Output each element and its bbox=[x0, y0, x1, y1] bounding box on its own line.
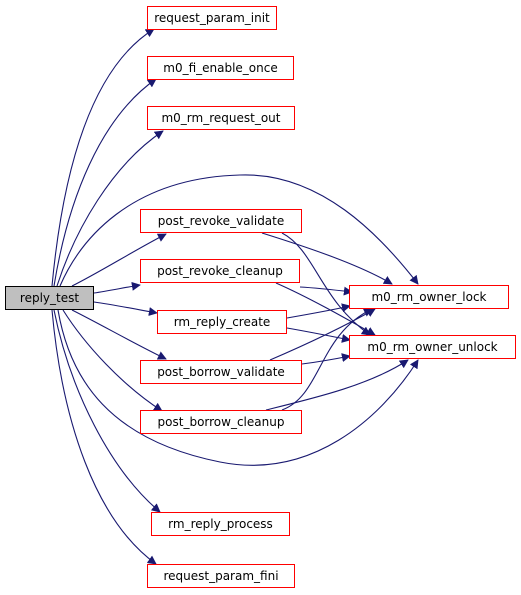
edge-reply-test-to-rm-reply-process bbox=[53, 309, 161, 513]
node-rm-reply-create[interactable]: rm_reply_create bbox=[157, 310, 287, 334]
edge-reply-test-to-request-param-init bbox=[51, 28, 155, 287]
node-request-param-init[interactable]: request_param_init bbox=[147, 6, 277, 30]
edge-reply-test-to-m0-rm-owner-lock bbox=[59, 174, 419, 287]
node-request-param-fini[interactable]: request_param_fini bbox=[147, 564, 295, 588]
edge-post-borrow-validate-to-m0-rm-owner-unlock bbox=[301, 353, 351, 365]
edge-reply-test-to-post-revoke-validate bbox=[71, 233, 167, 287]
edge-reply-test-to-m0-rm-request-out bbox=[56, 130, 164, 287]
node-rm-reply-process[interactable]: rm_reply_process bbox=[151, 512, 290, 536]
node-reply-test: reply_test bbox=[5, 286, 94, 310]
edge-rm-reply-create-to-m0-rm-owner-lock bbox=[286, 303, 351, 319]
node-m0-rm-owner-unlock[interactable]: m0_rm_owner_unlock bbox=[349, 335, 516, 359]
node-post-borrow-cleanup[interactable]: post_borrow_cleanup bbox=[140, 410, 302, 434]
node-post-revoke-cleanup[interactable]: post_revoke_cleanup bbox=[140, 259, 300, 283]
edge-rm-reply-create-to-m0-rm-owner-unlock bbox=[286, 327, 351, 343]
edge-reply-test-to-rm-reply-create bbox=[93, 301, 158, 316]
edge-reply-test-to-post-borrow-cleanup bbox=[62, 309, 163, 412]
edge-post-revoke-validate-to-m0-rm-owner-unlock bbox=[281, 232, 371, 336]
edge-post-revoke-validate-to-m0-rm-owner-lock bbox=[261, 232, 393, 285]
node-post-borrow-validate[interactable]: post_borrow_validate bbox=[140, 360, 302, 384]
node-m0-fi-enable-once[interactable]: m0_fi_enable_once bbox=[147, 56, 294, 80]
edge-reply-test-to-post-revoke-cleanup bbox=[93, 281, 141, 294]
edge-reply-test-to-post-borrow-validate bbox=[71, 309, 167, 360]
edge-post-borrow-cleanup-to-m0-rm-owner-unlock bbox=[265, 359, 409, 411]
edge-post-revoke-cleanup-to-m0-rm-owner-lock bbox=[299, 286, 353, 296]
node-post-revoke-validate[interactable]: post_revoke_validate bbox=[140, 209, 302, 233]
edge-reply-test-to-m0-fi-enable-once bbox=[53, 78, 157, 287]
edge-reply-test-to-m0-rm-owner-unlock bbox=[57, 309, 419, 466]
edge-reply-test-to-request-param-fini bbox=[51, 309, 157, 565]
node-m0-rm-request-out[interactable]: m0_rm_request_out bbox=[147, 106, 295, 130]
edge-post-revoke-cleanup-to-m0-rm-owner-unlock bbox=[275, 282, 376, 336]
node-m0-rm-owner-lock[interactable]: m0_rm_owner_lock bbox=[349, 285, 509, 309]
